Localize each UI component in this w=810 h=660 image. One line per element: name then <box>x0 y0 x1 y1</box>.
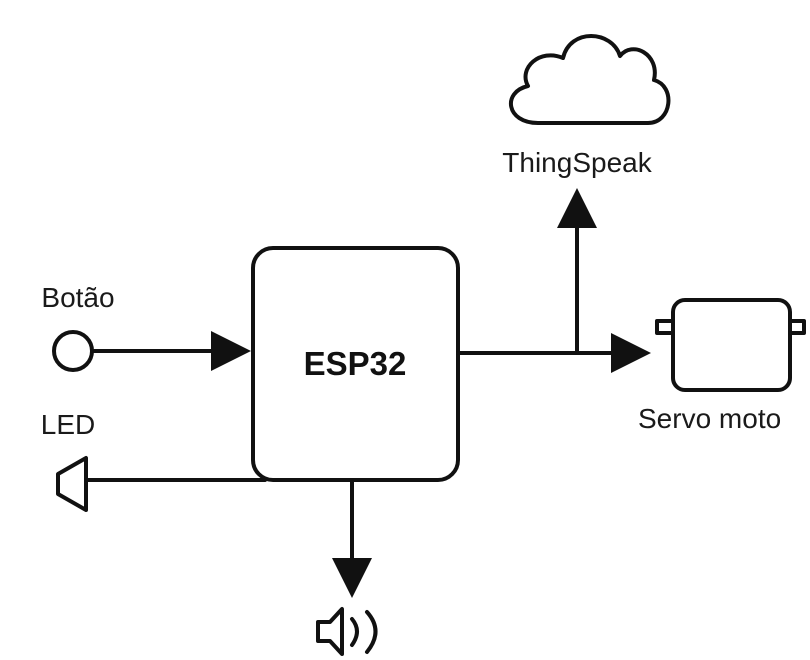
led-icon <box>56 456 88 512</box>
servo-motor-shaft-left <box>655 319 675 335</box>
button-label: Botão <box>41 282 114 313</box>
esp32-block: ESP32 <box>251 246 460 482</box>
button-node: Botão <box>41 282 115 372</box>
thingspeak-label: ThingSpeak <box>502 147 652 178</box>
connections <box>84 188 651 598</box>
speaker-node <box>316 607 378 656</box>
led-label: LED <box>41 409 95 440</box>
esp32-box <box>251 246 460 482</box>
thingspeak-node: ThingSpeak <box>502 34 671 178</box>
speaker-icon <box>316 607 344 656</box>
esp32-label: ESP32 <box>304 345 407 382</box>
speaker-wave-inner <box>350 617 359 647</box>
button-circle-icon <box>52 330 94 372</box>
servo-motor-shaft-right <box>788 319 806 335</box>
servo-motor-body <box>671 298 792 392</box>
servo-motor-node: Servo moto <box>638 298 806 434</box>
led-node: LED <box>41 409 95 512</box>
cloud-icon <box>509 34 671 125</box>
servo-motor-label: Servo moto <box>638 403 781 434</box>
speaker-wave-outer <box>365 610 378 654</box>
